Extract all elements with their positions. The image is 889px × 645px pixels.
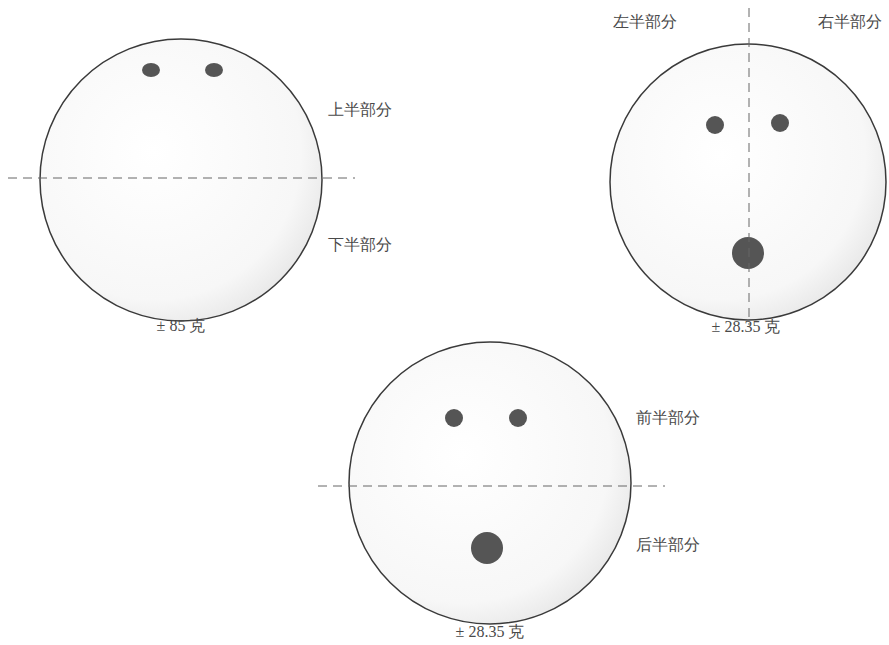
- weight-tolerance: ± 85 克: [157, 316, 206, 335]
- half-label: 前半部分: [636, 408, 700, 427]
- ball-outline: [349, 342, 631, 624]
- divider-line: [318, 486, 665, 487]
- finger-hole: [706, 116, 724, 134]
- finger-hole: [445, 409, 463, 427]
- divider-line: [8, 178, 355, 179]
- ball-front-back: [318, 342, 665, 624]
- divider-line: [749, 8, 750, 325]
- ball-outline: [40, 39, 322, 321]
- finger-hole: [509, 409, 527, 427]
- half-label: 下半部分: [328, 235, 392, 254]
- finger-hole: [205, 63, 223, 77]
- half-label: 左半部分: [613, 12, 677, 31]
- half-label: 右半部分: [818, 12, 882, 31]
- half-label: 后半部分: [636, 535, 700, 554]
- ball-outline: [610, 44, 886, 320]
- thumb-hole: [471, 532, 503, 564]
- finger-hole: [142, 63, 160, 77]
- finger-hole: [771, 114, 789, 132]
- weight-tolerance: ± 28.35 克: [456, 622, 525, 641]
- weight-tolerance: ± 28.35 克: [712, 317, 781, 336]
- half-label: 上半部分: [328, 100, 392, 119]
- ball-top-bottom: [8, 39, 355, 321]
- thumb-hole: [732, 237, 764, 269]
- ball-left-right: [610, 8, 886, 325]
